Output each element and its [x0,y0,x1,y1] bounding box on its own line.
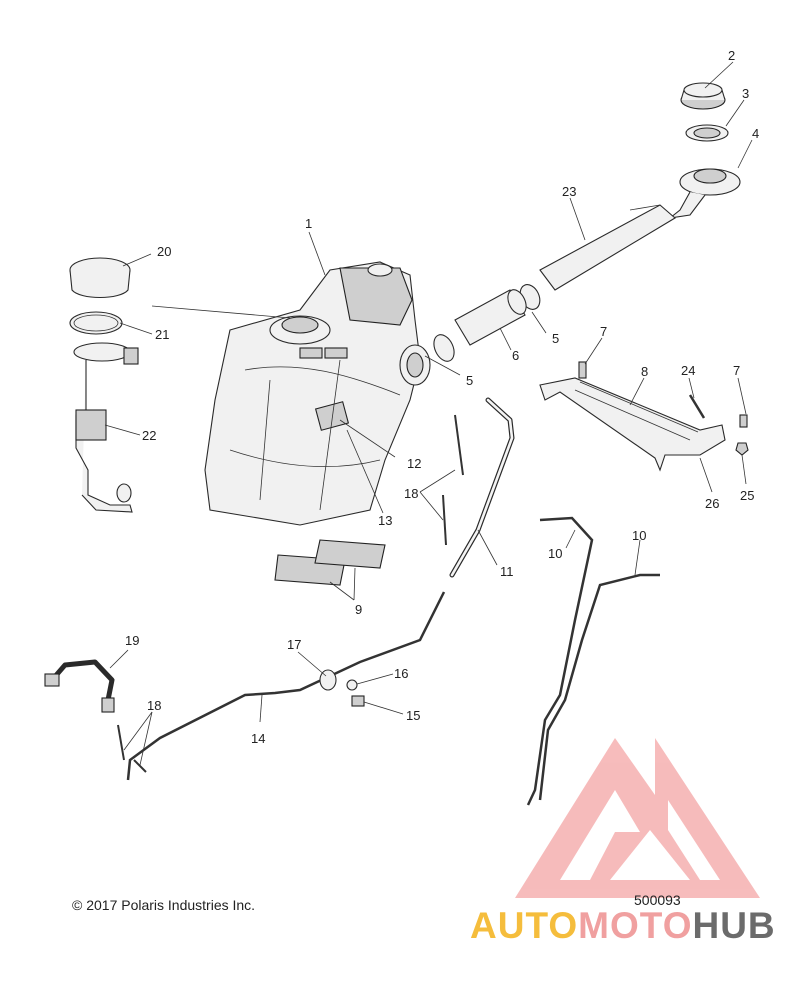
callout-10b: 10 [632,528,646,543]
connector-hose [454,289,527,346]
nut [735,442,749,456]
callout-22: 22 [142,428,156,443]
callout-5b: 5 [466,373,473,388]
callout-11: 11 [500,564,514,579]
callout-19: 19 [125,633,139,648]
tank-pads [274,539,386,586]
callout-20: 20 [157,244,171,259]
watermark-brand-auto: AUTO [470,905,579,946]
copyright-notice: © 2017 Polaris Industries Inc. [72,897,256,913]
pin [688,394,706,419]
tank-bracket [539,377,726,472]
watermark-brand: AUTOMOTOHUB [470,905,776,947]
vent-line-11 [449,397,515,578]
callout-10a: 10 [548,546,562,561]
drawing-number: 500093 [634,892,681,908]
filler-neck [668,168,741,219]
pump-lock-ring [69,257,131,298]
callout-26: 26 [705,496,719,511]
callout-3: 3 [742,86,749,101]
callout-25: 25 [740,488,754,503]
filler-hose [539,204,676,291]
leader-lines [104,61,753,766]
fuel-line-14 [126,591,446,781]
callout-5a: 5 [552,331,559,346]
fuel-tank [204,261,431,526]
callout-13: 13 [378,513,392,528]
hose-clamp [433,284,541,362]
callout-2: 2 [728,48,735,63]
fuel-pump [73,342,139,513]
cap-seal [685,124,729,142]
callout-12: 12 [407,456,421,471]
pump-seal [69,311,123,335]
watermark-brand-moto: MOTO [578,905,693,946]
callout-17: 17 [287,637,301,652]
callout-23: 23 [562,184,576,199]
callout-1: 1 [305,216,312,231]
callout-24: 24 [681,363,695,378]
callout-6: 6 [512,348,519,363]
wire-harness [44,659,115,713]
callout-9: 9 [355,602,362,617]
callout-4: 4 [752,126,759,141]
callout-16: 16 [394,666,408,681]
callout-7a: 7 [600,324,607,339]
callouts: 1 2 3 4 5 5 6 7 7 8 9 10 10 11 12 13 14 … [125,48,759,746]
callout-14: 14 [251,731,265,746]
callout-8: 8 [641,364,648,379]
watermark-brand-hub: HUB [692,905,776,946]
callout-21: 21 [155,327,169,342]
fuel-line-10 [526,516,660,806]
callout-18b: 18 [147,698,161,713]
filler-cap [680,82,726,110]
bolt [578,361,748,428]
triangle-m-logo-icon [515,738,760,898]
callout-18a: 18 [404,486,418,501]
callout-15: 15 [406,708,420,723]
callout-7b: 7 [733,363,740,378]
clip [117,414,464,773]
